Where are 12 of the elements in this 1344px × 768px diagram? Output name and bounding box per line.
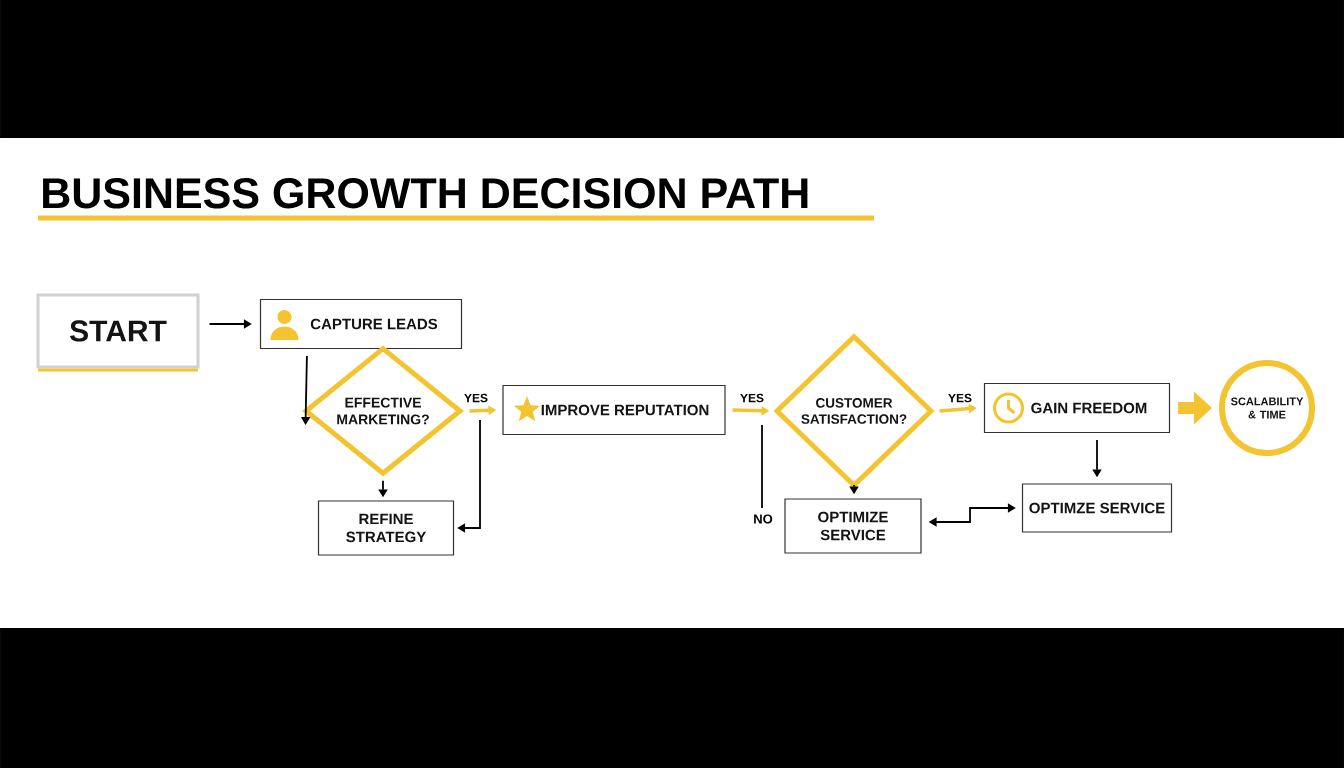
edge-label: YES [947, 392, 973, 404]
start-box: START [36, 293, 200, 369]
process-box: CAPTURE LEADS [259, 298, 463, 350]
process-box: OPTIMZE SERVICE [1021, 483, 1173, 533]
title: BUSINESS GROWTH DECISION PATH [43, 177, 808, 209]
process-box: REFINE STRATEGY [317, 500, 455, 556]
edge-label: YES [739, 392, 765, 404]
edge-label: YES [463, 392, 489, 404]
process-box: GAIN FREEDOM [983, 382, 1171, 434]
branch-label: NO [754, 514, 773, 524]
process-box: IMPROVE REPUTATION [502, 384, 726, 436]
process-box: OPTIMIZE SERVICE [784, 498, 922, 554]
